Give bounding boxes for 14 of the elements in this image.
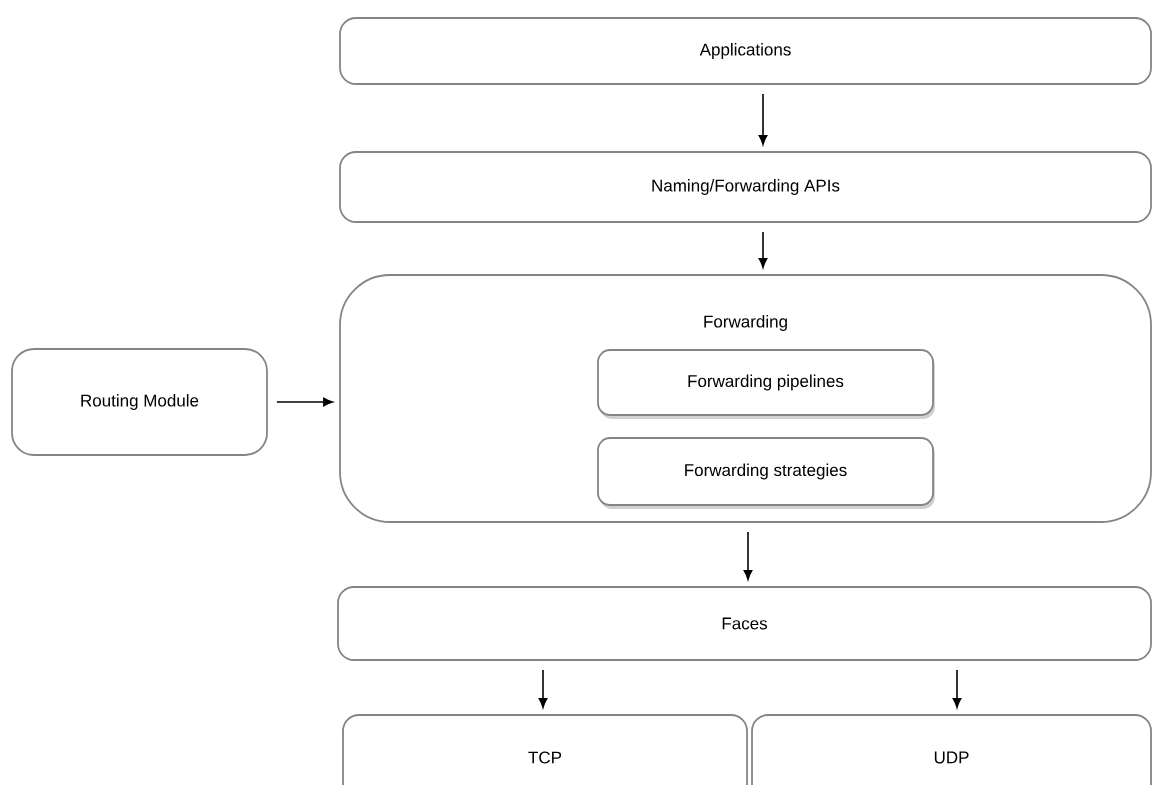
layer-box: Routing Module: [11, 348, 268, 456]
arrow: [538, 669, 548, 708]
arrow: [758, 93, 768, 145]
arrow: [952, 669, 962, 708]
layer-box: Faces: [337, 586, 1152, 661]
layer-box: UDP: [751, 714, 1152, 785]
layer-box: Naming/Forwarding APIs: [339, 151, 1152, 223]
arrow: [743, 531, 753, 580]
layer-box: TCP: [342, 714, 748, 785]
component-box: Forwarding strategies: [597, 437, 935, 509]
arrow: [758, 231, 768, 268]
arrow: [276, 397, 333, 407]
component-box: Forwarding pipelines: [597, 349, 935, 419]
layer-box: Applications: [339, 17, 1152, 85]
